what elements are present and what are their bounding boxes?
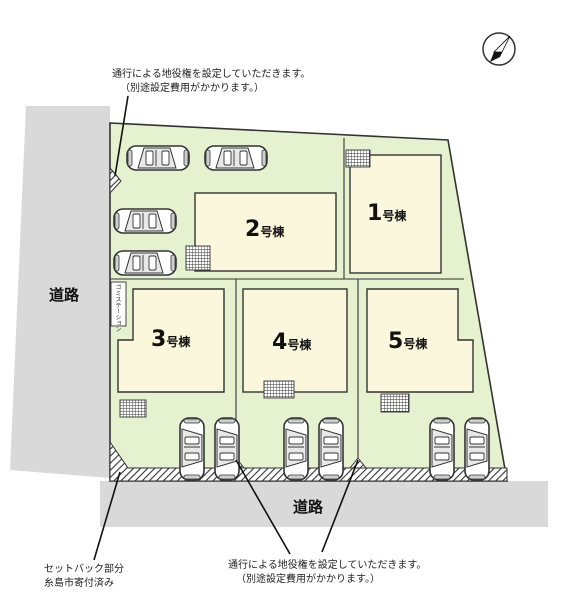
house-3-footprint (117, 288, 225, 393)
house-label-2: 2号棟 (245, 217, 284, 242)
house-label-1: 1号棟 (367, 201, 406, 226)
setback-note-line1: セットバック部分 (44, 564, 124, 575)
car-icon (204, 145, 268, 171)
setback-note: セットバック部分 糸島市寄付済み (44, 563, 124, 591)
setback-strip (109, 440, 508, 482)
car-icon (318, 417, 344, 481)
house-number: 1 (367, 201, 383, 226)
road-label-south: 道路 (293, 498, 324, 516)
grid-block-icon (119, 399, 147, 418)
north-compass-icon (482, 32, 516, 66)
road-label-west: 道路 (49, 286, 80, 304)
house-suffix: 号棟 (260, 225, 285, 239)
house-suffix: 号棟 (403, 337, 428, 351)
house-label-4: 4号棟 (272, 330, 311, 355)
house-number: 5 (388, 329, 404, 354)
waste-station-box (110, 281, 127, 327)
house-number: 4 (272, 330, 288, 355)
road-south (100, 481, 548, 527)
grid-block-icon (380, 393, 410, 413)
grid-block-icon (263, 380, 295, 399)
grid-block-icon (345, 149, 371, 168)
bottom-easement-note-line2: （別途設定費用がかかります。） (236, 574, 380, 585)
car-icon (283, 417, 309, 481)
top-easement-note-line2: （別途設定費用がかかります。） (120, 83, 264, 94)
car-icon (464, 417, 490, 481)
car-icon (113, 250, 177, 276)
house-1-footprint (349, 154, 442, 274)
house-label-5: 5号棟 (388, 329, 427, 354)
bottom-easement-note: 通行による地役権を設定していただきます。 （別途設定費用がかかります。） (228, 559, 426, 587)
house-suffix: 号棟 (382, 209, 407, 223)
car-icon (429, 417, 455, 481)
house-label-3: 3号棟 (151, 327, 190, 352)
house-suffix: 号棟 (166, 335, 191, 349)
house-number: 3 (151, 327, 167, 352)
grid-block-icon (185, 245, 211, 271)
easement-notch-5 (348, 457, 368, 469)
house-suffix: 号棟 (287, 338, 312, 352)
top-easement-note-line1: 通行による地役権を設定していただきます。 (112, 69, 311, 80)
waste-station-label: ゴミステーション (114, 284, 121, 332)
road-west (10, 106, 110, 478)
house-number: 2 (245, 217, 261, 242)
bottom-easement-note-line1: 通行による地役権を設定していただきます。 (228, 560, 427, 571)
car-icon (126, 145, 190, 171)
leader-lines (93, 95, 359, 561)
house-2-footprint (194, 192, 337, 272)
car-icon (214, 417, 240, 481)
house-4-footprint (242, 288, 348, 393)
house-5-footprint (366, 288, 474, 393)
setback-note-line2: 糸島市寄付済み (44, 578, 114, 589)
car-icon (179, 417, 205, 481)
top-easement-note: 通行による地役権を設定していただきます。 （別途設定費用がかかります。） (112, 68, 310, 96)
car-icon (113, 208, 177, 234)
